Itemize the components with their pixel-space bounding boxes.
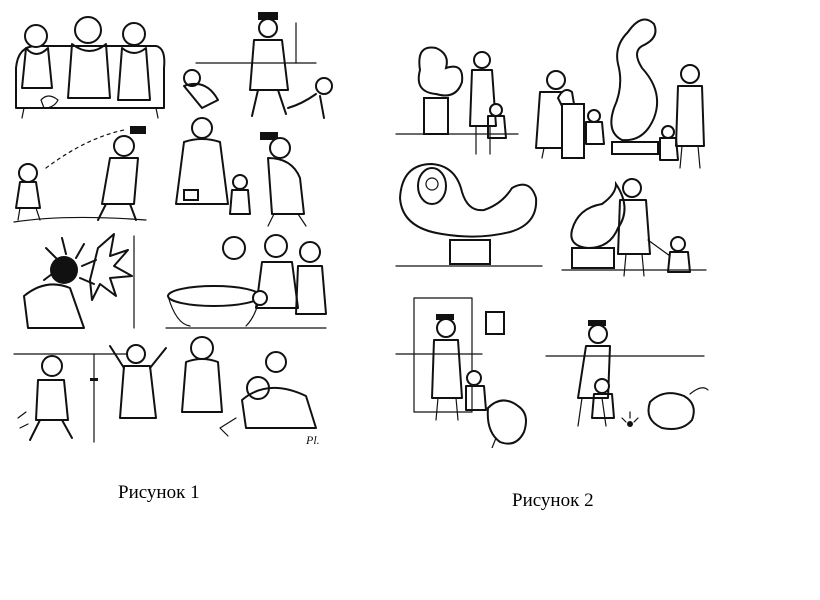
panel-pedestal — [535, 70, 605, 159]
panel-doorway-dog — [395, 297, 527, 448]
panel-man-at-door — [13, 353, 127, 443]
figure-1-cartoon: Pl. — [6, 8, 336, 448]
panel-dog-and-spill — [545, 320, 709, 430]
panel-family-on-sofa — [15, 16, 166, 119]
figure-1-drawing: Pl. — [13, 12, 333, 447]
panel-child-throws — [13, 126, 147, 223]
panel-blob-sculpture — [395, 46, 519, 155]
panel-explosion — [23, 233, 135, 329]
panel-flame-sculpture — [561, 178, 707, 277]
figure-2-cartoon — [392, 8, 710, 448]
figure-2-caption: Рисунок 2 — [512, 490, 594, 511]
panel-woman-child-man — [175, 117, 307, 227]
panel-tall-sculpture — [610, 18, 705, 169]
panel-man-with-hat-and-kids — [183, 12, 333, 119]
panel-reclining-sculpture — [395, 162, 543, 267]
figure-1-caption: Рисунок 1 — [118, 482, 200, 503]
panel-celebration — [109, 336, 317, 437]
panel-tablecloth — [165, 234, 327, 329]
figure-2-drawing — [395, 18, 709, 448]
artist-signature: Pl. — [305, 433, 320, 447]
